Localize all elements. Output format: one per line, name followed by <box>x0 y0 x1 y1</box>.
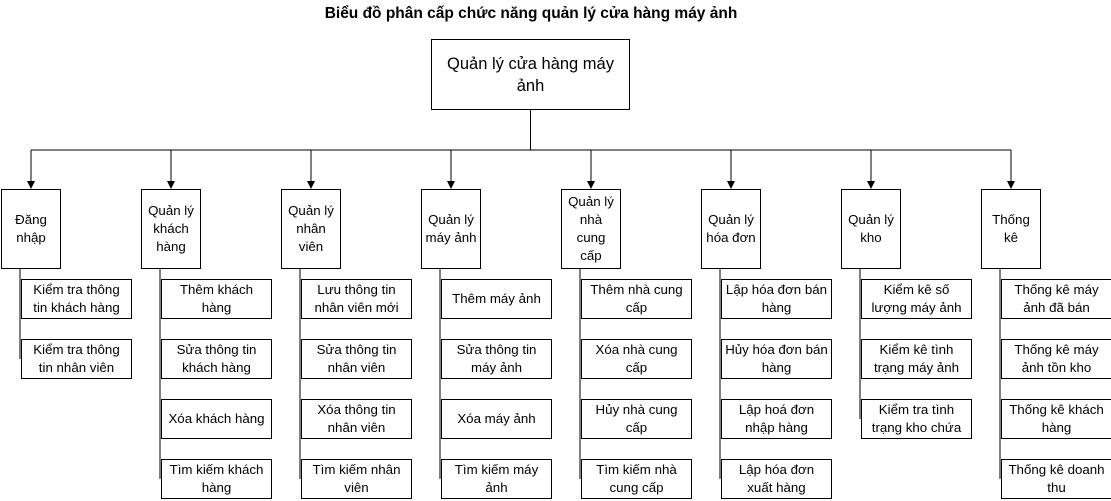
function-node: Kiểm kê số lượng máy ảnh <box>861 279 972 319</box>
function-node: Thêm máy ảnh <box>441 279 552 319</box>
function-node: Xóa nhà cung cấp <box>581 339 692 379</box>
function-node: Thống kê máy ảnh tồn kho <box>1001 339 1111 379</box>
function-node: Kiểm tra thông tin nhân viên <box>21 339 132 379</box>
function-node: Sửa thông tin máy ảnh <box>441 339 552 379</box>
function-node: Thống kê doanh thu <box>1001 459 1111 499</box>
arrowhead <box>27 181 35 189</box>
category-node: Quản lý nhà cung cấp <box>561 189 621 269</box>
arrowhead <box>867 181 875 189</box>
function-node: Xóa khách hàng <box>161 399 272 439</box>
arrowhead <box>1007 181 1015 189</box>
function-node: Tìm kiếm nhà cung cấp <box>581 459 692 499</box>
arrowhead <box>307 181 315 189</box>
function-node: Xóa máy ảnh <box>441 399 552 439</box>
category-node: Đăng nhập <box>1 189 61 269</box>
function-node: Kiểm kê tình trạng máy ảnh <box>861 339 972 379</box>
function-node: Thống kê máy ảnh đã bán <box>1001 279 1111 319</box>
function-node: Lập hóa đơn xuất hàng <box>721 459 832 499</box>
function-node: Hủy nhà cung cấp <box>581 399 692 439</box>
function-node: Sửa thông tin nhân viên <box>301 339 412 379</box>
function-node: Kiểm tra tình trạng kho chứa <box>861 399 972 439</box>
arrowhead <box>447 181 455 189</box>
category-node: Quản lý nhân viên <box>281 189 341 269</box>
function-node: Tìm kiếm máy ảnh <box>441 459 552 499</box>
function-node: Tìm kiếm nhân viên <box>301 459 412 499</box>
category-node: Thống kê <box>981 189 1041 269</box>
arrowhead <box>587 181 595 189</box>
function-node: Lưu thông tin nhân viên mới <box>301 279 412 319</box>
category-node: Quản lý máy ảnh <box>421 189 481 269</box>
function-node: Thêm khách hàng <box>161 279 272 319</box>
category-node: Quản lý hóa đơn <box>701 189 761 269</box>
arrowhead <box>727 181 735 189</box>
function-node: Lập hóa đơn bán hàng <box>721 279 832 319</box>
function-node: Xóa thông tin nhân viên <box>301 399 412 439</box>
function-node: Lập hoá đơn nhập hàng <box>721 399 832 439</box>
function-node: Sửa thông tin khách hàng <box>161 339 272 379</box>
function-node: Kiểm tra thông tin khách hàng <box>21 279 132 319</box>
function-node: Tìm kiếm khách hàng <box>161 459 272 499</box>
function-node: Thống kê khách hàng <box>1001 399 1111 439</box>
arrowhead <box>167 181 175 189</box>
diagram-title: Biểu đồ phân cấp chức năng quản lý cửa h… <box>324 5 738 22</box>
category-node: Quản lý kho <box>841 189 901 269</box>
category-node: Quản lý khách hàng <box>141 189 201 269</box>
root-node: Quản lý cửa hàng máy ảnh <box>431 39 630 110</box>
function-node: Thêm nhà cung cấp <box>581 279 692 319</box>
function-node: Hủy hóa đơn bán hàng <box>721 339 832 379</box>
